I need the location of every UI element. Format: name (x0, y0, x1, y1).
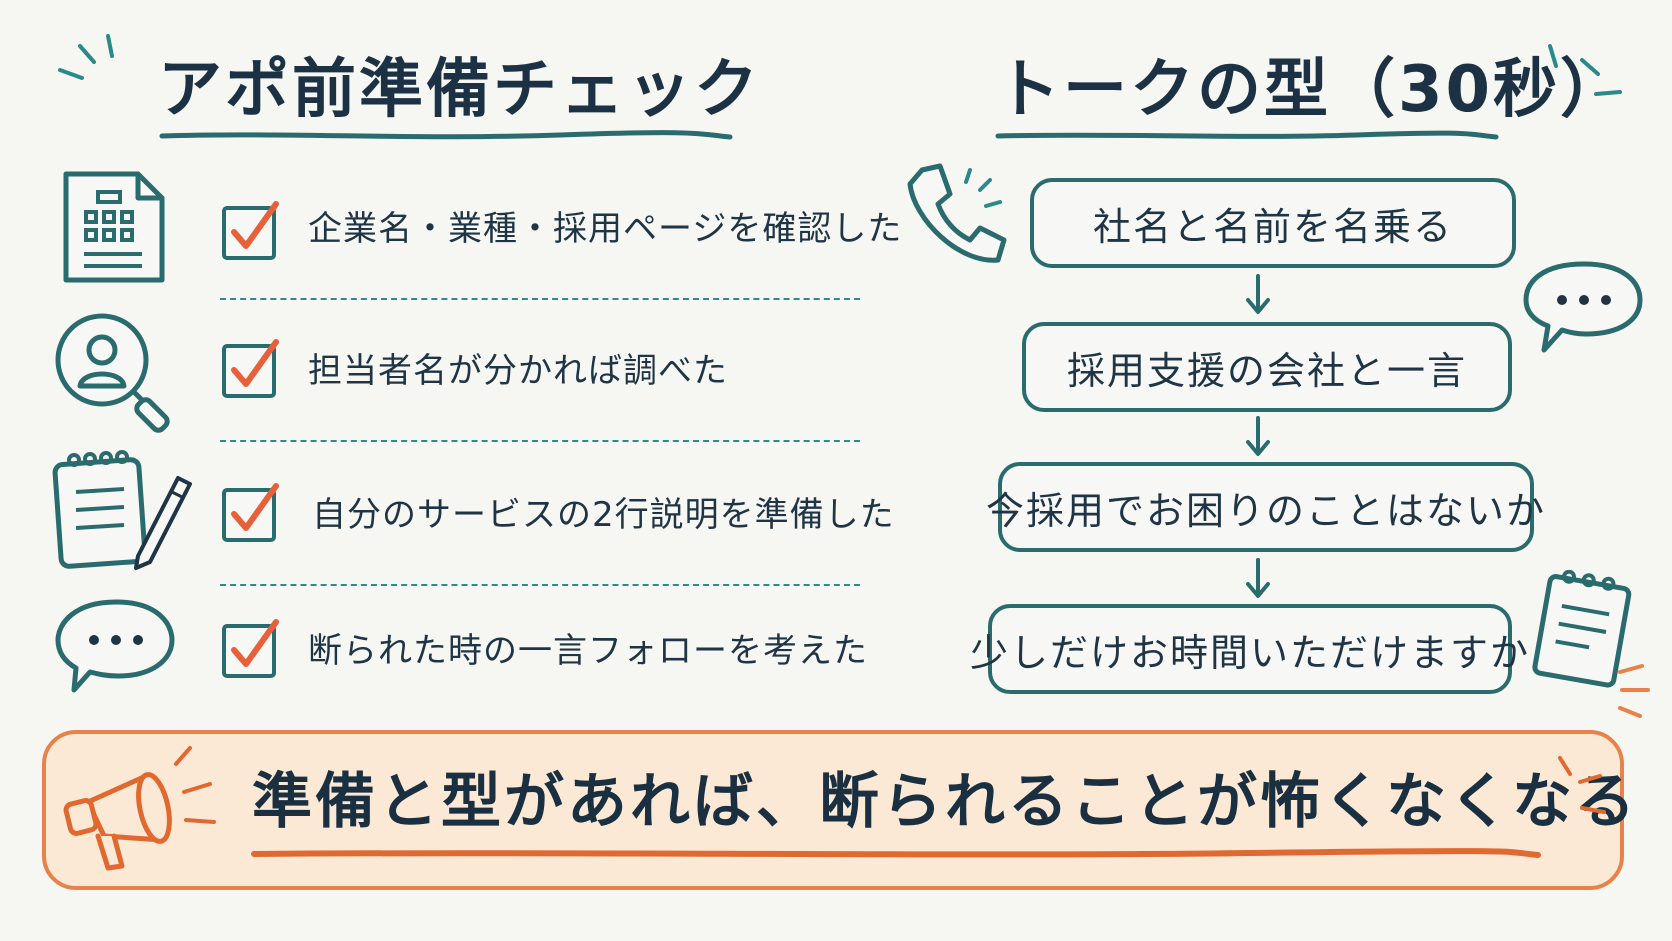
phone-icon (907, 163, 1007, 263)
talk-step-box: 今採用でお困りのことはないか (986, 462, 1544, 552)
down-arrow-icon (1246, 416, 1270, 456)
checkbox-checked[interactable] (220, 338, 282, 400)
sparkle-icon (58, 34, 114, 80)
talk-step-label: 少しだけお時間いただけますか (970, 630, 1531, 675)
talk-step-label: 採用支援の会社と一言 (1066, 348, 1467, 393)
talk-step-box: 社名と名前を名乗る (1030, 178, 1516, 268)
megaphone-icon (63, 746, 216, 871)
sparkle-icon (1618, 664, 1650, 718)
sparkle-icon (1558, 756, 1606, 814)
checklist-title: アポ前準備チェック (158, 53, 761, 127)
talk-step-label: 今採用でお困りのことはないか (986, 488, 1547, 533)
down-arrow-icon (1246, 274, 1270, 314)
checklist-item-label: 担当者名が分かれば調べた (308, 351, 728, 391)
divider (220, 298, 860, 300)
banner-underline (251, 848, 1541, 858)
talk-step-label: 社名と名前を名乗る (1092, 204, 1453, 249)
speech-bubble-icon (1523, 261, 1643, 353)
checklist-item-label: 断られた時の一言フォローを考えた (308, 631, 868, 671)
down-arrow-icon (1246, 558, 1270, 598)
checklist-item-label: 企業名・業種・採用ページを確認した (308, 209, 903, 249)
notepad-icon (1532, 570, 1632, 688)
key-message-banner (42, 730, 1624, 890)
checkbox-checked[interactable] (220, 200, 282, 262)
key-message-text: 準備と型があれば、断られることが怖くなくなる (252, 767, 1638, 837)
checkbox-checked[interactable] (220, 482, 282, 544)
building-icon (63, 171, 165, 283)
checkbox-checked[interactable] (220, 618, 282, 680)
notepad-pencil-icon (52, 450, 192, 570)
speech-bubble-icon (55, 599, 175, 693)
divider (220, 440, 860, 442)
talk-step-box: 採用支援の会社と一言 (1022, 322, 1512, 412)
sparkle-icon (1548, 44, 1622, 96)
divider (220, 584, 860, 586)
person-search-icon (55, 313, 170, 433)
talk-template-title: トークの型（30秒） (996, 53, 1628, 127)
talk-step-box: 少しだけお時間いただけますか (970, 604, 1528, 694)
title-underline (995, 130, 1499, 140)
title-underline (159, 130, 733, 140)
checklist-item-label: 自分のサービスの2行説明を準備した (312, 495, 895, 535)
